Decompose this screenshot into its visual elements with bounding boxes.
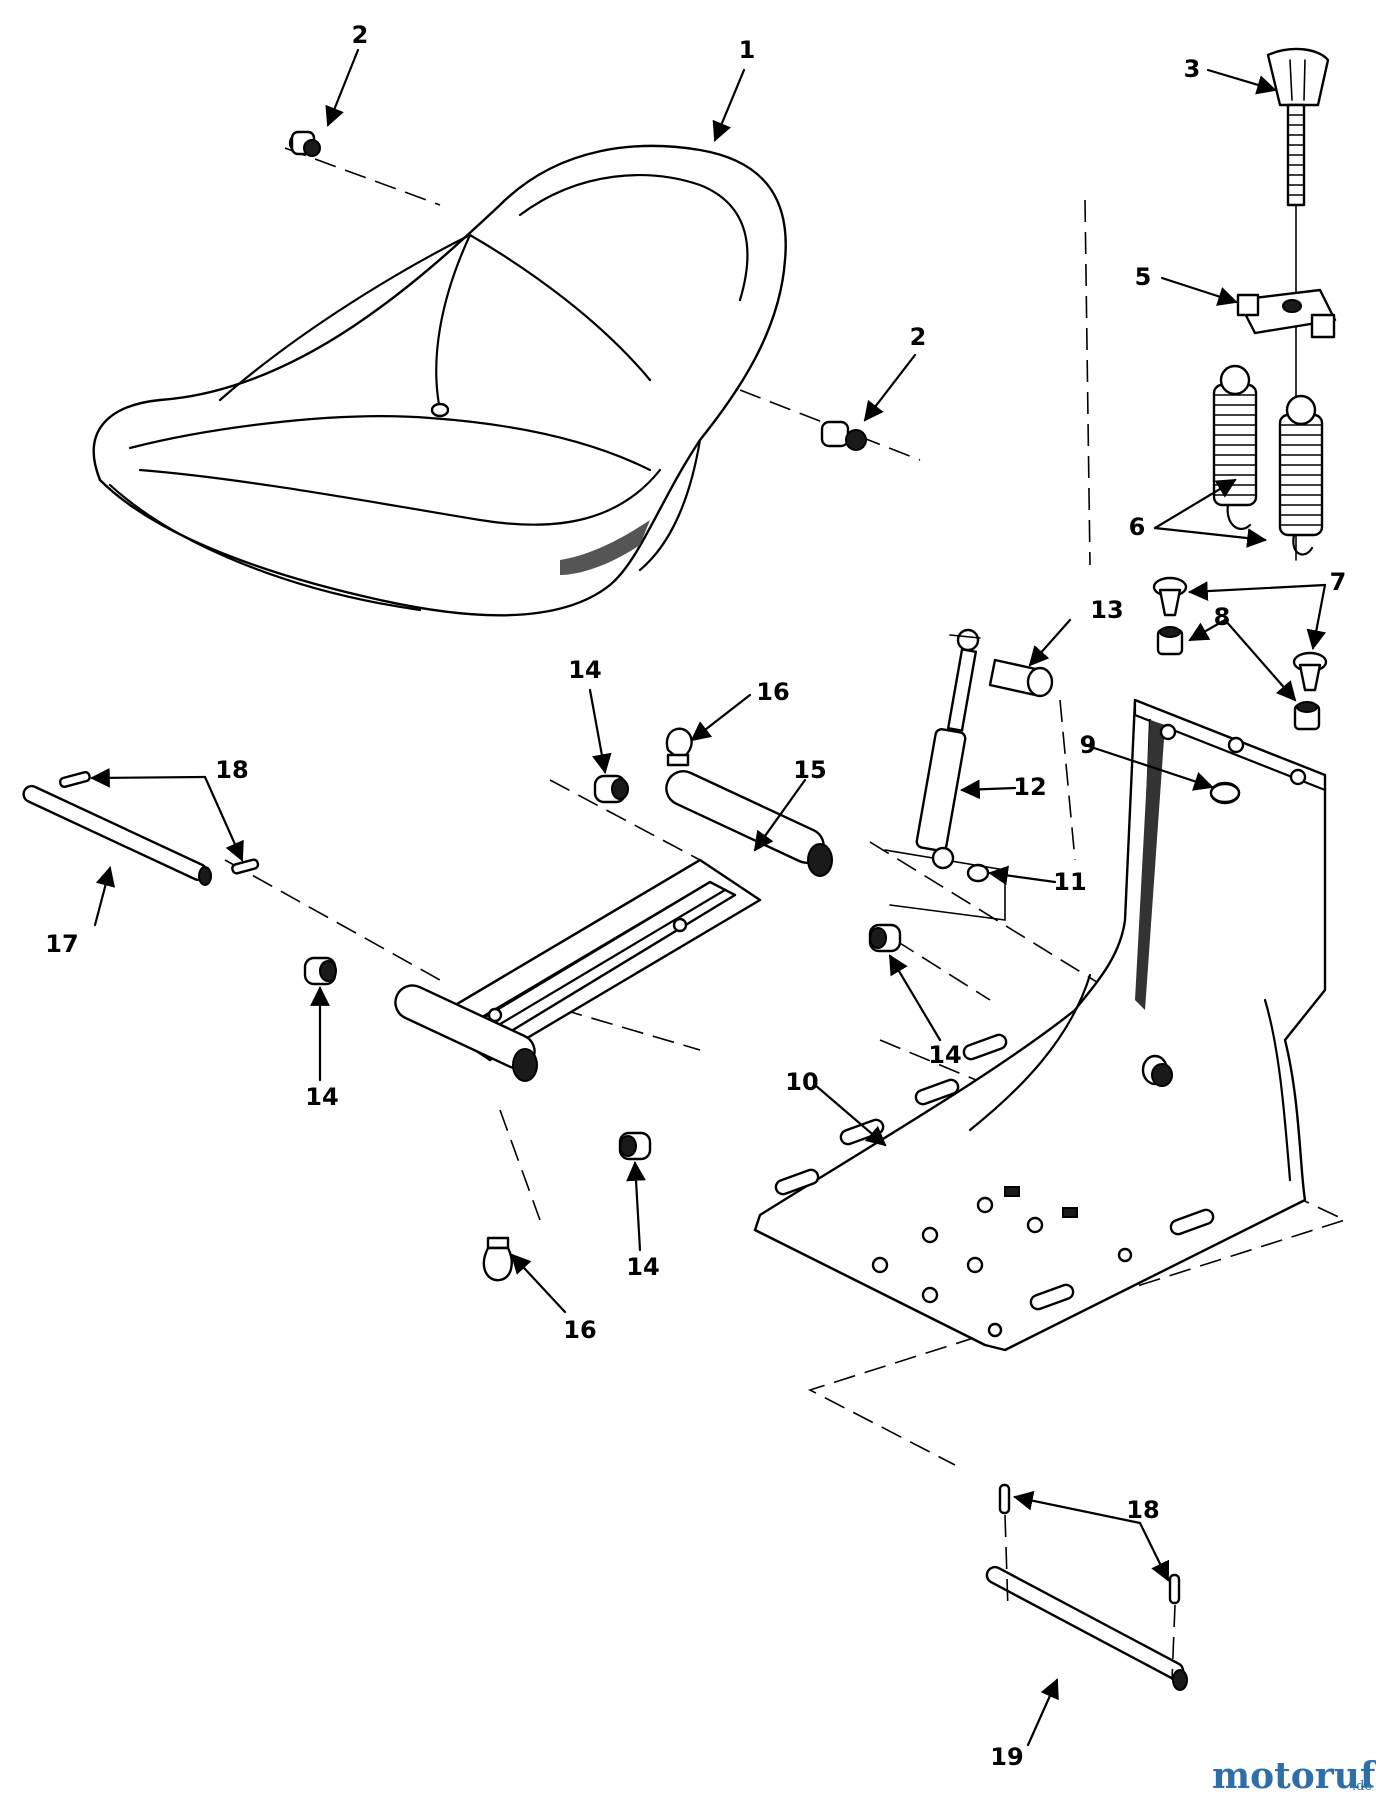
roll-pin-part-18-c (998, 1483, 1011, 1515)
watermark-logo: motoruf .de (1212, 1755, 1376, 1797)
watermark-suffix: .de (1352, 1779, 1372, 1794)
springs-part-6 (1212, 364, 1324, 556)
rod-part-17 (22, 784, 212, 886)
callout-14-bottom: 14 (626, 1253, 659, 1281)
watermark-text: motoruf (1212, 1755, 1376, 1797)
callout-6: 6 (1129, 513, 1146, 541)
cap-part-16-top (665, 727, 693, 767)
callout-7: 7 (1330, 568, 1347, 596)
adjustment-knob-part-3 (1266, 47, 1330, 561)
callout-16-top: 16 (756, 678, 789, 706)
callout-17: 17 (45, 930, 78, 958)
callout-18-left: 18 (215, 756, 248, 784)
seat-base-bracket-part-10 (753, 698, 1327, 1352)
nut-part-8-right (1293, 701, 1321, 731)
callout-11: 11 (1053, 868, 1086, 896)
roll-pin-part-18-a (58, 770, 91, 789)
callout-14-left: 14 (305, 1083, 338, 1111)
callout-2-left: 2 (352, 21, 369, 49)
frame-part-15 (394, 770, 833, 1082)
callout-13: 13 (1090, 596, 1123, 624)
callout-5: 5 (1135, 263, 1152, 291)
callout-1: 1 (739, 36, 756, 64)
cap-part-16-bottom (482, 1236, 513, 1282)
callout-14-right: 14 (928, 1041, 961, 1069)
shock-absorber-part-12 (884, 628, 1006, 921)
callout-3: 3 (1184, 55, 1201, 83)
callout-16-bottom: 16 (563, 1316, 596, 1344)
callout-14-top: 14 (568, 656, 601, 684)
bushing-part-14-d (618, 1131, 652, 1161)
bushing-part-14-a (593, 774, 629, 804)
bushing-part-14-b (868, 923, 902, 953)
callout-labels: 1 2 2 3 5 6 7 8 9 10 11 12 13 14 14 14 1… (45, 21, 1346, 1771)
spring-bracket-part-5 (1236, 288, 1337, 339)
callout-2-right: 2 (910, 323, 927, 351)
callout-10: 10 (785, 1068, 818, 1096)
washer-part-9 (1209, 782, 1241, 804)
seat-nut-right (820, 420, 867, 451)
screw-part-7-right (1292, 651, 1328, 692)
callout-18-bottom: 18 (1126, 1496, 1159, 1524)
screw-part-7-left (1152, 576, 1188, 617)
seat-part-1 (92, 144, 787, 617)
callout-8: 8 (1214, 603, 1231, 631)
nut-part-8-left (1156, 626, 1184, 656)
callout-9: 9 (1080, 731, 1097, 759)
seat-nut-left (288, 130, 321, 157)
callout-19: 19 (990, 1743, 1023, 1771)
bushing-part-14-c (303, 956, 337, 986)
roll-pin-part-18-b (231, 858, 260, 875)
pin-part-13 (988, 658, 1054, 698)
rod-part-19 (985, 1514, 1188, 1691)
callout-12: 12 (1013, 773, 1046, 801)
callout-15: 15 (793, 756, 826, 784)
leader-arrows (90, 48, 1327, 1747)
roll-pin-part-18-d (1168, 1573, 1181, 1605)
